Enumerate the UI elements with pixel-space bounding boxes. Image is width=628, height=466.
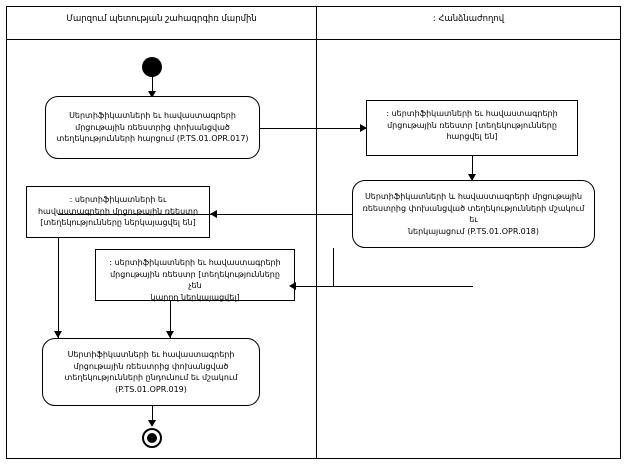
signal-node-information-submitted[interactable]: : սերտիֆիկատների եւ հավաստագրերի մրցութա… (26, 186, 210, 238)
lane-vertical-divider (316, 6, 317, 459)
swimlane-title-right: : Հանձնաժողով (432, 14, 505, 24)
activity-node-opr-017-label: Սերտիֆիկատների եւ հավաստագրերի մրցութայի… (56, 111, 249, 144)
connector-opr018-to-signal-not-submitted (295, 286, 473, 287)
connector-opr017-to-signal-requested (260, 128, 366, 129)
arrowhead-down-to-opr018 (468, 174, 476, 181)
activity-node-opr-019-label: Սերտիֆիկատների եւ հավաստագրերի մրցութայի… (64, 350, 238, 394)
arrowhead-left-to-signal-submitted (210, 210, 217, 218)
signal-node-information-submitted-label: : սերտիֆիկատների եւ հավաստագրերի մրցութա… (37, 195, 199, 227)
connector-opr018-down-to-not-submitted (333, 248, 334, 286)
initial-node (142, 57, 162, 77)
signal-node-information-not-submitted-label: : սերտիֆիկատների եւ հավաստագրերի մրցութա… (109, 258, 281, 302)
arrowhead-left-to-signal-not-submitted (289, 282, 296, 290)
arrowhead-down-to-opr017 (148, 91, 156, 98)
connector-signal-not-submitted-to-opr019 (170, 301, 171, 338)
connector-opr019-to-end (152, 406, 153, 425)
signal-node-information-requested[interactable]: : սերտիֆիկատների եւ հավաստագրերի մրցութա… (366, 100, 578, 156)
signal-node-information-not-submitted[interactable]: : սերտիֆիկատների եւ հավաստագրերի մրցութա… (95, 249, 295, 302)
arrowhead-down-right-to-opr019 (166, 331, 174, 338)
signal-node-information-requested-label: : սերտիֆիկատների եւ հավաստագրերի մրցութա… (386, 109, 558, 141)
lane-header-divider (6, 39, 621, 40)
connector-signal-submitted-to-opr019 (58, 238, 59, 338)
connector-signal-requested-to-opr018 (472, 156, 473, 180)
connector-opr018-to-signal-submitted (58, 214, 352, 215)
activity-node-opr-017[interactable]: Սերտիֆիկատների եւ հավաստագրերի մրցութայի… (45, 96, 260, 159)
activity-node-opr-018-label: Սերտիֆիկատների և հավաստագրերի մրցութային… (362, 192, 585, 236)
activity-node-opr-019[interactable]: Սերտիֆիկատների եւ հավաստագրերի մրցութայի… (42, 338, 260, 406)
final-node (142, 428, 162, 448)
connector-start-to-opr017 (152, 77, 153, 95)
arrowhead-down-to-end (148, 420, 156, 427)
activity-node-opr-018[interactable]: Սերտիֆիկատների և հավաստագրերի մրցութային… (352, 180, 595, 248)
arrowhead-right-to-signal-requested (360, 124, 367, 132)
swimlane-title-left: Մարզում պետության շահագրգիռ մարմին (66, 14, 257, 24)
arrowhead-down-left-to-opr019 (54, 331, 62, 338)
